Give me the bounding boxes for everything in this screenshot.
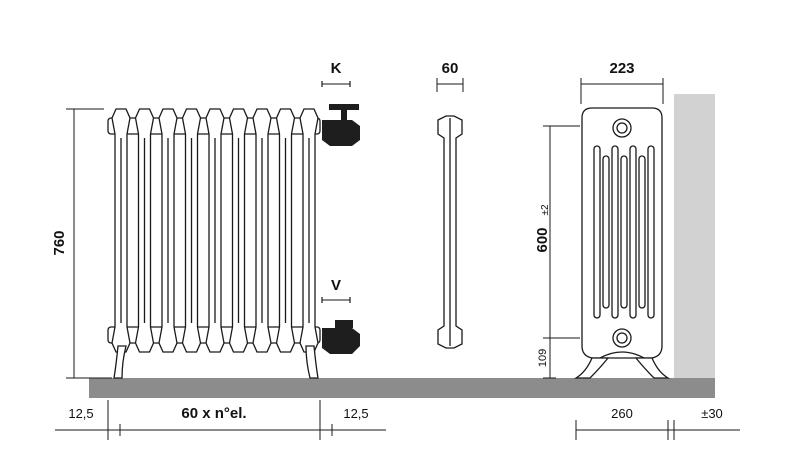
radiator-section-side [437,115,463,349]
side-channel [638,155,646,309]
valve-k [322,104,360,146]
label-section-width: 60 [442,60,459,77]
side-channel [611,145,619,319]
label-left-margin: 12,5 [68,406,93,421]
label-width-formula: 60 x n°el. [181,405,246,422]
side-channel [620,155,628,309]
side-channel [629,145,637,319]
label-depth: 223 [609,60,634,77]
side-channel [647,145,655,319]
dimension-600 [543,125,580,379]
label-v: V [331,277,341,294]
wall [674,94,715,378]
label-k: K [331,60,342,77]
valve-v [322,320,360,354]
side-channel [602,155,610,309]
dimension-223 [580,78,664,104]
label-right-margin: 12,5 [343,406,368,421]
label-height-total: 760 [51,230,68,255]
bottom-dimension-lines [55,400,740,440]
dimension-760 [66,108,112,379]
label-center-tolerance: ±2 [540,204,551,215]
label-bottom-offset: 109 [537,349,549,367]
floor [89,378,715,398]
label-wall-gap: ±30 [701,406,723,421]
label-center-distance: 600 [534,227,551,252]
label-foot-span: 260 [611,406,633,421]
radiator-front-view [107,108,321,379]
side-channel [593,145,601,319]
dimension-60 [436,78,464,92]
radiator-side-view [573,107,671,379]
